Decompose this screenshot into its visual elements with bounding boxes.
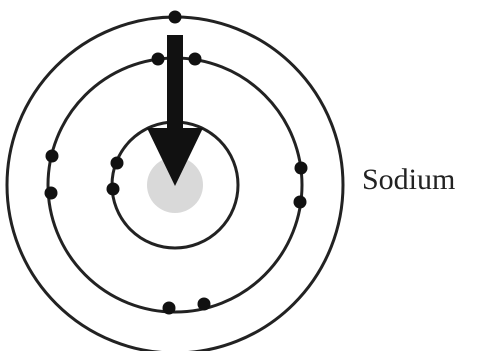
electron-shell-2 xyxy=(46,150,59,163)
electron-shell-1 xyxy=(111,157,124,170)
electron-shell-3 xyxy=(169,11,182,24)
electron-shell-2 xyxy=(294,196,307,209)
electron-shell-1 xyxy=(107,183,120,196)
element-label: Sodium xyxy=(362,165,455,195)
electron-shell-2 xyxy=(198,298,211,311)
electron-shell-2 xyxy=(152,53,165,66)
electron-shell-2 xyxy=(189,53,202,66)
electron-shell-2 xyxy=(45,187,58,200)
electron-shell-2 xyxy=(163,302,176,315)
electron-shell-2 xyxy=(295,162,308,175)
